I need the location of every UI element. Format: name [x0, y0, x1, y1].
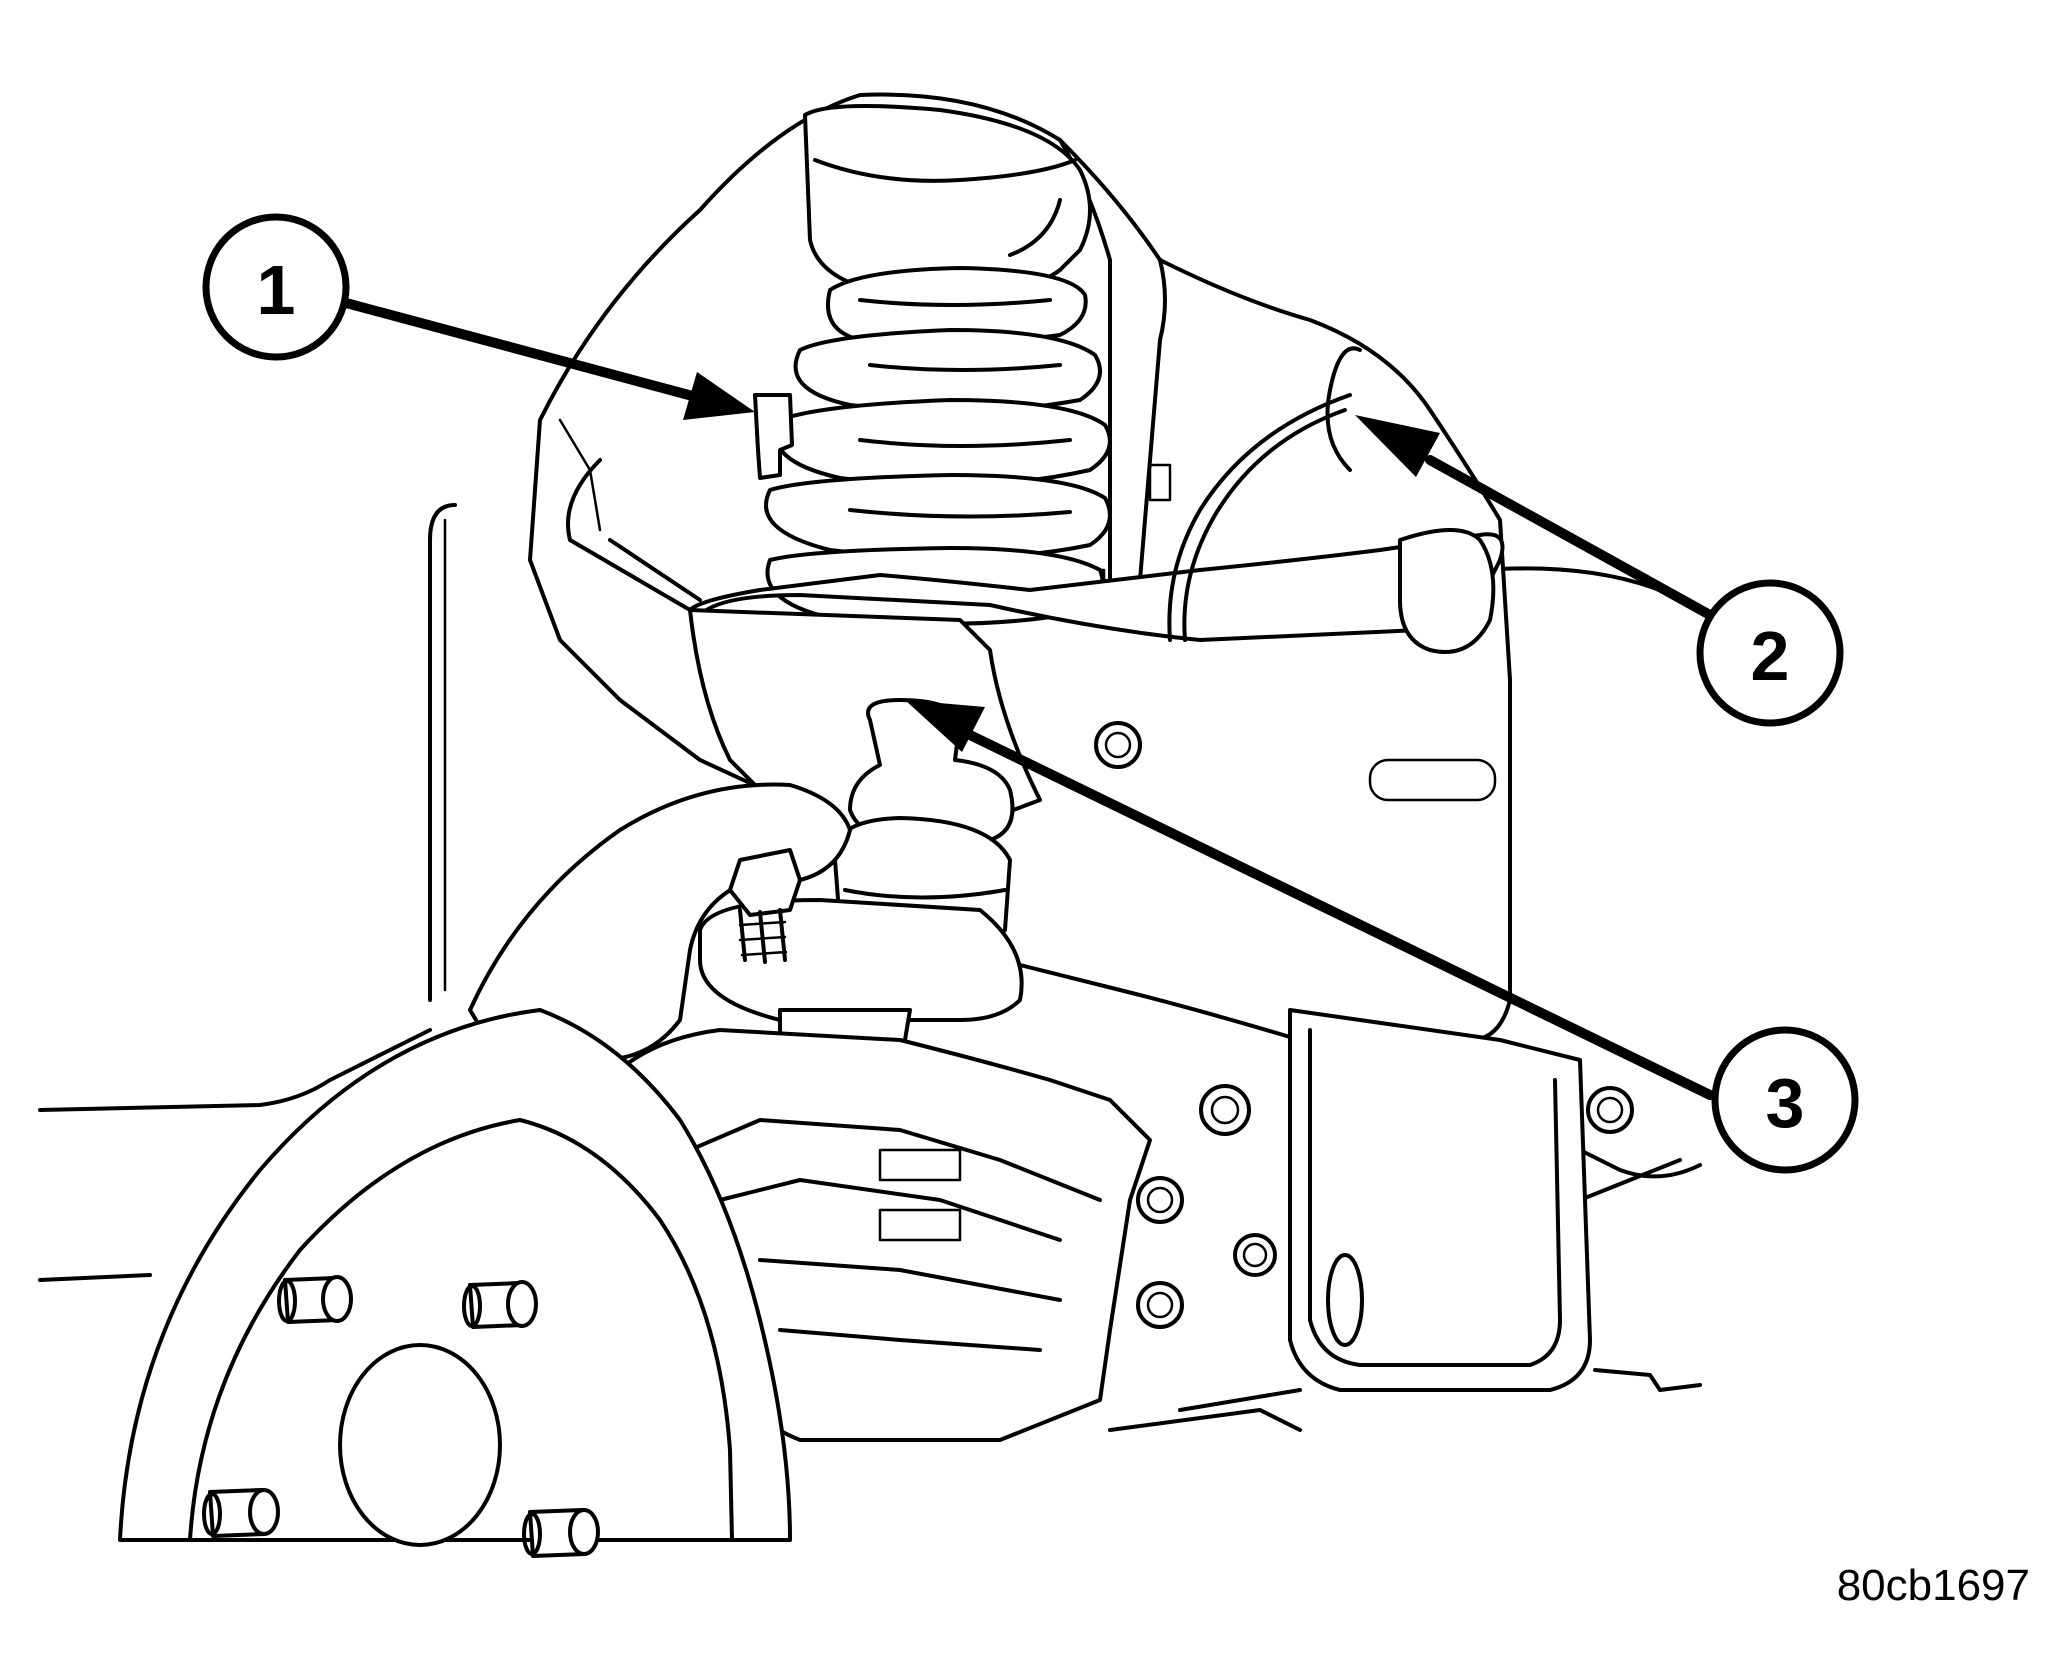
sensor-bracket — [753, 393, 794, 480]
brake-rotor — [118, 1008, 792, 1547]
sensor-wire — [1167, 393, 1352, 642]
wheel-studs — [202, 1275, 600, 1558]
callout-1: 1 — [202, 213, 350, 361]
coil-spring — [764, 104, 1112, 626]
callout-3-number: 3 — [1766, 1064, 1805, 1142]
leader-line-1 — [330, 295, 755, 420]
frame-bolts — [1094, 721, 1634, 1329]
wheel-stud — [202, 1488, 280, 1538]
callout-2-number: 2 — [1751, 617, 1790, 695]
lower-control-arm — [468, 782, 852, 1062]
leader-line-3 — [905, 700, 1715, 1100]
callout-3: 3 — [1711, 1026, 1859, 1174]
callout-1-number: 1 — [257, 251, 296, 329]
frame-rail-outline — [38, 503, 1702, 1392]
frame-bracket — [1108, 1008, 1592, 1432]
wheel-stud — [522, 1508, 600, 1558]
wheel-stud — [277, 1275, 353, 1324]
figure-id-label: 80cb1697 — [1837, 1561, 2030, 1610]
leader-line-2 — [1355, 415, 1715, 620]
callout-2: 2 — [1696, 579, 1844, 727]
wheel-stud — [462, 1280, 538, 1329]
